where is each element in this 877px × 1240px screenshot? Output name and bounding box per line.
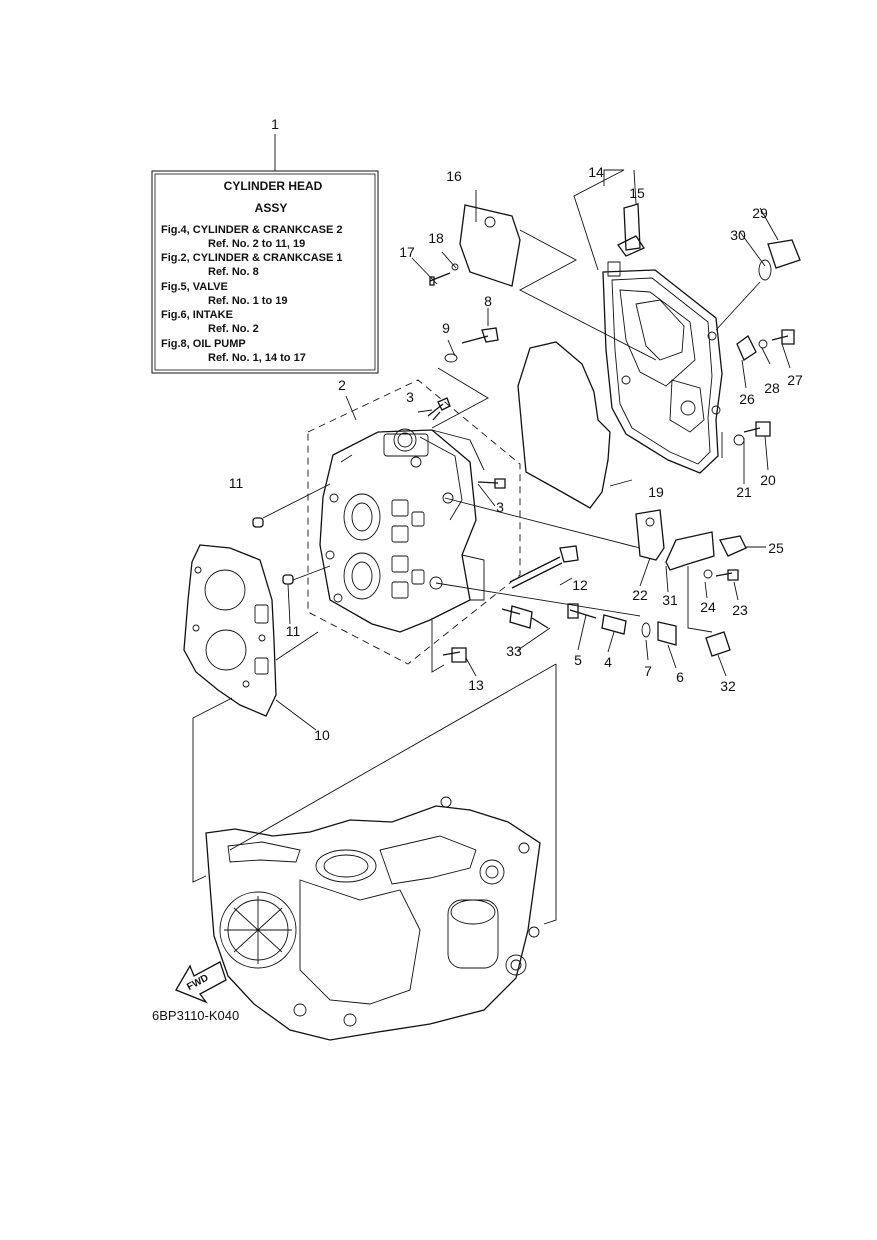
info-box-line: Fig.6, INTAKE [161, 309, 233, 321]
callout-label: 4 [604, 654, 612, 670]
callout-label: 11 [286, 623, 301, 639]
info-box-line: Ref. No. 1, 14 to 17 [208, 352, 306, 364]
assembly-lines [192, 169, 791, 925]
diagram-code: 6BP3110-K040 [152, 1008, 239, 1023]
callout-label: 20 [760, 472, 776, 488]
callout-label: 13 [468, 677, 484, 693]
callout-labels: 1 2 3 3 4 5 6 7 8 9 10 11 11 12 13 14 15… [229, 116, 803, 743]
cover-gasket-part [517, 341, 611, 509]
callout-label: 27 [787, 372, 803, 388]
info-box-line: Fig.5, VALVE [161, 281, 228, 293]
callout-label: 3 [406, 389, 414, 405]
callout-label: 25 [768, 540, 784, 556]
info-box-line: Fig.2, CYLINDER & CRANKCASE 1 [161, 252, 343, 264]
callout-label: 9 [442, 320, 450, 336]
callout-label: 10 [314, 727, 330, 743]
callout-label: 17 [399, 244, 415, 260]
plate-hole [484, 216, 496, 228]
callout-label: 6 [676, 669, 684, 685]
callout-label: 8 [484, 293, 492, 309]
info-box-line: Fig.8, OIL PUMP [161, 338, 246, 350]
callout-label: 28 [764, 380, 780, 396]
info-box-title: CYLINDER HEAD [224, 179, 323, 193]
callout-label: 24 [700, 599, 716, 615]
callout-label: 3 [496, 499, 504, 515]
callout-label: 19 [648, 484, 664, 500]
info-box-line: Fig.4, CYLINDER & CRANKCASE 2 [161, 224, 343, 236]
callout-label: 16 [446, 168, 462, 184]
callout-label: 11 [229, 475, 244, 491]
info-box-line: Ref. No. 2 to 11, 19 [208, 238, 305, 250]
callout-label: 2 [338, 377, 346, 393]
callout-label: 14 [588, 164, 604, 180]
info-box: CYLINDER HEAD ASSY Fig.4, CYLINDER & CRA… [151, 134, 379, 374]
callout-label: 23 [732, 602, 748, 618]
callout-label: 31 [662, 592, 678, 608]
callout-label: 1 [271, 116, 279, 132]
info-box-line: Ref. No. 8 [208, 266, 259, 278]
head-cover-part [602, 261, 723, 474]
small-parts [252, 203, 801, 663]
plate-part [459, 204, 521, 287]
callout-label: 18 [428, 230, 444, 246]
cylinder-head-part [307, 379, 521, 665]
callout-label: 21 [736, 484, 752, 500]
head-gasket-part [183, 544, 277, 717]
callout-label: 15 [629, 185, 645, 201]
crankcase-block-part [205, 796, 541, 1041]
callout-label: 5 [574, 652, 582, 668]
callout-label: 30 [730, 227, 746, 243]
callout-label: 32 [720, 678, 736, 694]
callout-label: 7 [644, 663, 652, 679]
info-box-subtitle: ASSY [255, 201, 288, 215]
callout-label: 26 [739, 391, 755, 407]
fwd-arrow-icon: FWD [175, 961, 227, 1004]
callout-label: 22 [632, 587, 648, 603]
info-box-line: Ref. No. 1 to 19 [208, 295, 287, 307]
info-box-line: Ref. No. 2 [208, 323, 259, 335]
callout-label: 12 [572, 577, 588, 593]
callout-label: 29 [752, 205, 768, 221]
callout-label: 33 [506, 643, 522, 659]
